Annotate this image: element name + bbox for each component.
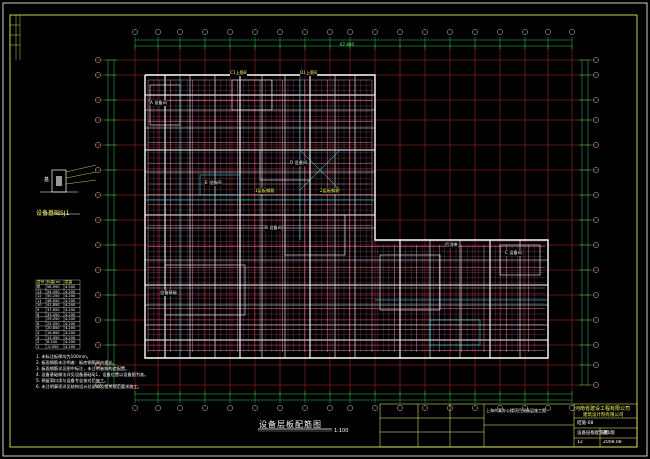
level-table-cell: 29.250 <box>47 317 60 322</box>
level-table-cell: 25.050 <box>47 321 60 326</box>
note-line: 3. 板面钢筋详见图中标注，未注明者按构造配置。 <box>36 366 130 371</box>
level-table-cell: 37.650 <box>47 307 60 312</box>
level-table-cell: 4.200 <box>65 307 76 312</box>
level-table-cell: 4.500 <box>65 284 76 289</box>
title-block-date: 2008.08 <box>603 440 622 445</box>
level-table-cell: 4.200 <box>65 344 76 349</box>
level-table-header: 层高 <box>65 280 73 285</box>
room-label: 设备基础 <box>160 290 177 296</box>
title-block <box>379 403 638 448</box>
level-table-cell: 46.050 <box>47 298 60 303</box>
room-label: D 设备间 <box>290 160 308 166</box>
level-table-cell: 4 <box>37 330 40 335</box>
level-table-cell: 机 <box>37 284 41 289</box>
foundation-detail-tag: 基 <box>44 177 50 183</box>
note-line: 2. 板面钢筋未注明者：板底钢筋双向通长。 <box>36 360 117 365</box>
overall-dimension: 67.800 <box>340 42 354 47</box>
level-table-cell: 4.200 <box>65 289 76 294</box>
room-label: B 设备间 <box>265 225 282 231</box>
title-block-drawing-name: 设备层板配筋图 <box>577 431 609 436</box>
level-table-cell: 9 <box>37 307 40 312</box>
title-block-drawing-no: 结施-08 <box>577 421 594 426</box>
level-table-cell: 12 <box>37 294 42 299</box>
dimension-lines <box>105 37 591 403</box>
room-label: E 设备间 <box>205 180 222 186</box>
room-label: 1层板钢筋 <box>255 188 275 194</box>
level-table-cell: 41.850 <box>47 303 60 308</box>
general-notes: 1. 未标注板厚均为100mm。2. 板面钢筋未注明者：板底钢筋双向通长。3. … <box>36 354 148 390</box>
drawing-title: 设备层板配筋图 <box>259 420 322 429</box>
level-table-cell: 2 <box>37 340 40 345</box>
binding-strip <box>10 15 21 60</box>
title-block-sheet: 12 <box>577 440 583 445</box>
level-table-cell: 54.450 <box>47 289 60 294</box>
cyan-accents <box>145 75 548 358</box>
level-table-cell: 4.200 <box>65 303 76 308</box>
room-label: 后浇带 <box>445 242 458 248</box>
level-table-cell: 50.250 <box>47 294 60 299</box>
note-line: 5. 预留洞口须与设备专业核对后施工。 <box>36 378 109 383</box>
level-table-cell: 4.200 <box>65 312 76 317</box>
level-table-cell: 20.850 <box>47 326 60 331</box>
level-table-cell: 8.250 <box>47 340 58 345</box>
level-table-cell: 4.200 <box>65 321 76 326</box>
room-label: 2层板钢筋 <box>320 188 340 194</box>
level-table-cell: 4.200 <box>65 294 76 299</box>
title-block-project: 上海市某办公楼项目设备层施工图 <box>486 408 546 413</box>
foundation-detail-title: 设备基础SJ1 <box>36 210 70 217</box>
title-block-company2: 建筑设计院有限公司 <box>583 413 624 418</box>
level-table-cell: 58.950 <box>47 284 60 289</box>
level-table-cell: 11 <box>37 298 42 303</box>
level-table-cell: 33.450 <box>47 312 60 317</box>
level-table-cell: 8 <box>37 312 40 317</box>
note-line: 4. 设备基础做法详见设备基础SJ1，设备位置以设备图为准。 <box>36 372 149 377</box>
level-table-cell: 4.200 <box>65 330 76 335</box>
level-table-cell: 6 <box>37 321 40 326</box>
room-label: C1上筋8 <box>230 70 247 76</box>
level-table-cell: 10 <box>37 303 42 308</box>
level-table-cell: 13 <box>37 289 42 294</box>
note-line: 1. 未标注板厚均为100mm。 <box>36 354 91 359</box>
room-label: C 设备间 <box>505 250 522 256</box>
title-block-revision: 第1版 <box>603 431 615 436</box>
level-table-cell: -0.050 <box>47 344 59 349</box>
level-table-header: 层号 <box>37 280 45 285</box>
level-table-cell: 4.200 <box>65 298 76 303</box>
level-table-cell: 3 <box>37 335 40 340</box>
drawing-scale: 1:100 <box>334 428 349 434</box>
inner-border <box>9 14 638 448</box>
level-table-cell: 12.450 <box>47 335 60 340</box>
room-label: D1上筋8 <box>300 70 317 76</box>
level-table-header: 标高(m) <box>47 280 61 285</box>
level-table-cell: 4.200 <box>65 317 76 322</box>
axis-grid <box>95 45 598 395</box>
level-table-cell: 4.200 <box>65 326 76 331</box>
foundation-detail <box>40 164 97 215</box>
level-table-cell: 7 <box>37 317 40 322</box>
room-label: A 设备间 <box>150 100 167 106</box>
axis-bubbles <box>95 29 599 411</box>
note-line: 6. 未注明事项详见结构设计总说明及相关规范要求施工。 <box>36 384 142 389</box>
level-table-cell: 4.200 <box>65 340 76 345</box>
level-table-cell: 1 <box>37 344 40 349</box>
level-table-grid <box>35 279 81 350</box>
title-block-company: 河南省建设工程有限公司 <box>575 406 631 412</box>
level-table-cell: 16.650 <box>47 330 60 335</box>
rebar-lines <box>147 79 545 352</box>
level-table-cell: 5 <box>37 326 40 331</box>
level-table-cell: 4.200 <box>65 335 76 340</box>
